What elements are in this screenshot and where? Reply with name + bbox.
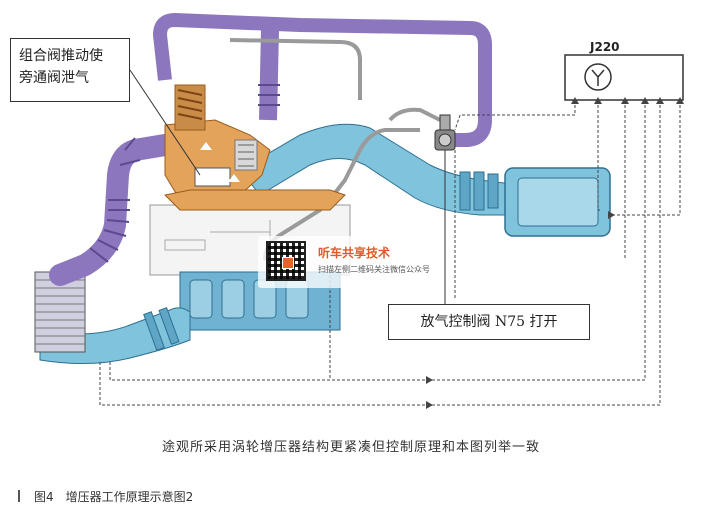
signal-lines bbox=[99, 100, 681, 406]
bypass-callout-pointer bbox=[129, 69, 201, 176]
watermark-subtitle: 扫描左侧二维码关注微信公众号 bbox=[318, 265, 430, 274]
ecu-label: J220 bbox=[590, 40, 620, 54]
n75-valve bbox=[434, 114, 456, 151]
qr-code-icon bbox=[266, 241, 306, 281]
bypass-callout-line-2: 旁通阀泄气 bbox=[19, 70, 89, 86]
bypass-callout-line-1: 组合阀推动使 bbox=[19, 48, 103, 64]
figure-caption: 图4 增压器工作原理示意图2 bbox=[18, 488, 193, 505]
figure-title: 增压器工作原理示意图2 bbox=[65, 490, 194, 504]
signal-arrowheads bbox=[426, 97, 684, 409]
pipe-ribs bbox=[89, 137, 141, 263]
diagram-note: 途观所采用涡轮增压器结构更紧凑但控制原理和本图列举一致 bbox=[161, 440, 540, 455]
air-filter bbox=[504, 167, 611, 237]
bypass-valve-callout: 组合阀推动使 旁通阀泄气 bbox=[10, 38, 130, 102]
pressure-pipe-vertical bbox=[259, 29, 279, 121]
watermark-badge: 听车共享技术 扫描左侧二维码关注微信公众号 bbox=[258, 236, 441, 288]
exhaust-manifold bbox=[163, 189, 346, 211]
watermark-title: 听车共享技术 bbox=[318, 246, 391, 260]
n75-valve-callout: 放气控制阀 N75 打开 bbox=[388, 304, 590, 340]
turbocharger bbox=[164, 84, 271, 201]
pressure-pipe-upper bbox=[153, 13, 492, 147]
figure-number: 图4 bbox=[34, 490, 54, 504]
ecu-box bbox=[564, 54, 684, 101]
throttle-clamp bbox=[143, 307, 180, 351]
intake-bellows bbox=[459, 171, 499, 211]
caption-bar bbox=[18, 490, 20, 502]
vertical-pipe-ribs bbox=[258, 84, 280, 106]
